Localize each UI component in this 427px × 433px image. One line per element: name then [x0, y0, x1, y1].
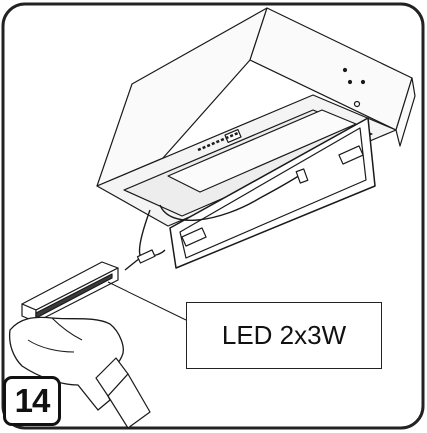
screw-mark-3 [353, 100, 361, 108]
wire-clip [295, 168, 309, 184]
plug-connector [136, 249, 156, 264]
hinged-lamp-panel-inner [179, 127, 367, 259]
hood-unit [8, 7, 416, 429]
led-callout-box: LED 2x3W [186, 302, 382, 369]
callout-leader-line [107, 281, 187, 321]
step-number: 14 [14, 382, 51, 419]
screw-mark-1 [342, 67, 348, 73]
step-number-badge: 14 [3, 376, 61, 426]
lamp-slot-right [338, 145, 364, 165]
screw-mark-2 [347, 79, 353, 85]
control-switch-marks [197, 131, 239, 152]
hinged-lamp-panel [169, 117, 376, 269]
screw-mark-4 [360, 79, 366, 85]
hood-right-side [395, 77, 416, 147]
led-driver-box [21, 261, 119, 323]
finger-line [27, 339, 75, 353]
thumb-outline [51, 317, 83, 341]
connector-wire-main [159, 171, 306, 221]
connector-wire-plug [124, 257, 141, 271]
sleeve [107, 373, 151, 429]
lamp-slot-left [181, 227, 207, 247]
led-callout-label: LED 2x3W [221, 320, 347, 350]
